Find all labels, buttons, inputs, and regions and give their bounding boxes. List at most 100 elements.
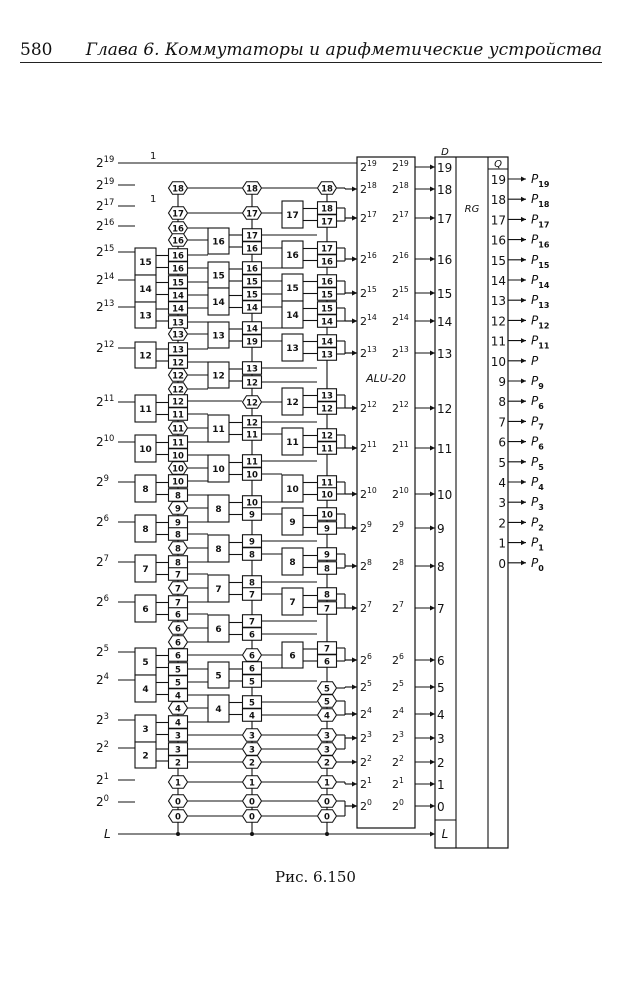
cell-col2-8-hex	[167, 541, 189, 555]
alu-input-2-pow-13: 213	[360, 345, 377, 360]
cell-col2-16-label: 16	[172, 265, 184, 275]
adder-col5-8-label: 8	[289, 558, 295, 568]
cell-col4-6-label: 6	[249, 631, 255, 641]
d-pin-8: 8	[437, 560, 445, 574]
cell-col4-17-hex	[241, 206, 263, 220]
cell-col2-14-label: 14	[172, 305, 184, 315]
cell-col2-7	[167, 567, 189, 581]
cell-col4-3-hex	[241, 728, 263, 742]
cell-col4-7-label: 7	[249, 591, 255, 601]
cell-col2-13-label: 13	[172, 319, 184, 329]
cell-col6-11-label: 11	[321, 445, 333, 455]
alu-input-2-pow-6: 26	[360, 652, 372, 667]
cell-col2-3-label: 3	[175, 732, 181, 742]
input-label-2-pow-1: 21	[96, 771, 109, 787]
cell-col6-4-label: 4	[324, 712, 330, 722]
cell-col6-12-label: 12	[321, 432, 333, 442]
arrow-icon	[430, 445, 435, 451]
cell-col2-2	[167, 755, 189, 769]
input-label-2-pow-3: 23	[96, 711, 109, 727]
adder-col5-17-label: 17	[286, 211, 299, 221]
alu-input-2-pow-9: 29	[360, 520, 372, 535]
cell-col4-13-label: 13	[246, 365, 258, 375]
adder-col1-12-label: 12	[139, 352, 152, 362]
cell-col4-16	[241, 241, 263, 255]
alu-label: ALU-20	[365, 372, 406, 385]
arrow-icon	[521, 479, 526, 485]
q-pin-8: 8	[498, 395, 506, 409]
alu-output-2-pow-15: 215	[392, 285, 409, 300]
output-label-p5: P5	[531, 455, 544, 472]
register-d-label: D	[441, 147, 449, 158]
arrow-icon	[521, 257, 526, 263]
arrow-icon	[521, 237, 526, 243]
q-pin-11: 11	[491, 335, 506, 349]
adder-col3-16	[207, 227, 230, 255]
adder-col3-8-label: 8	[215, 545, 221, 555]
adder-col5-9	[281, 507, 304, 536]
cell-col6-10	[316, 487, 338, 501]
cell-col2-4-hex	[167, 701, 189, 715]
output-label-p1: P1	[531, 536, 544, 553]
output-label-p17: P17	[531, 212, 549, 229]
output-label-p2: P2	[531, 515, 544, 532]
cell-col2-6	[167, 648, 189, 662]
cell-col6-9	[316, 547, 338, 561]
adder-col5-15-label: 15	[286, 284, 299, 294]
adder-col1-4	[134, 674, 157, 703]
arrow-icon	[352, 290, 357, 296]
q-pin-10: 10	[491, 355, 506, 369]
cell-col6-8	[316, 561, 338, 575]
q-pin-4: 4	[498, 476, 506, 490]
alu-output-2-pow-17: 217	[392, 210, 409, 225]
input-label-2-pow-4: 24	[96, 671, 109, 687]
cell-col6-3-label: 3	[324, 746, 330, 756]
arrow-icon	[430, 186, 435, 192]
arrow-icon	[430, 735, 435, 741]
adder-col1-11	[134, 394, 157, 423]
cell-col2-9-hex	[167, 501, 189, 515]
arrow-icon	[521, 499, 526, 505]
alu-output-2-pow-19: 219	[392, 159, 409, 174]
cell-col2-7-label: 7	[175, 585, 181, 595]
d-pin-4: 4	[437, 708, 445, 722]
alu-output-2-pow-18: 218	[392, 181, 409, 196]
cell-col2-4-label: 4	[175, 719, 181, 729]
output-label-p9: P9	[531, 374, 544, 391]
cell-col6-9-label: 9	[324, 551, 330, 561]
q-pin-15: 15	[491, 254, 506, 268]
cell-col6-13-label: 13	[321, 351, 333, 361]
cell-col2-11-label: 11	[172, 439, 184, 449]
cell-col4-8	[241, 547, 263, 561]
q-pin-7: 7	[498, 415, 506, 429]
adder-col1-2	[134, 741, 157, 769]
alu-output-2-pow-14: 214	[392, 313, 409, 328]
cell-col2-13-hex	[167, 327, 189, 341]
cell-col2-16	[167, 261, 189, 275]
arrow-icon	[430, 256, 435, 262]
adder-col1-6	[134, 594, 157, 623]
input-label-2-pow-17: 217	[96, 197, 114, 213]
cell-col2-18-hex	[167, 181, 189, 195]
adder-col5-7	[281, 587, 304, 616]
adder-col1-13-label: 13	[139, 312, 152, 322]
adder-col1-4-label: 4	[142, 685, 148, 695]
q-pin-0: 0	[498, 557, 506, 571]
arrow-icon	[430, 657, 435, 663]
cell-col2-14	[167, 301, 189, 315]
cell-col4-6	[241, 627, 263, 641]
adder-col1-8	[134, 514, 157, 543]
q-pin-17: 17	[491, 213, 506, 227]
input-label-2-pow-5: 25	[96, 643, 109, 659]
arrow-icon	[430, 684, 435, 690]
q-pin-18: 18	[491, 193, 506, 207]
arrow-icon	[352, 563, 357, 569]
alu-output-2-pow-13: 213	[392, 345, 409, 360]
cell-col6-13-label: 13	[321, 392, 333, 402]
adder-col3-16-label: 16	[212, 238, 225, 248]
constant-one-label: 1	[150, 151, 156, 162]
cell-col6-11-label: 11	[321, 479, 333, 489]
q-pin-16: 16	[491, 234, 506, 248]
cell-col6-15	[316, 287, 338, 301]
cell-col4-4-label: 4	[249, 712, 255, 722]
